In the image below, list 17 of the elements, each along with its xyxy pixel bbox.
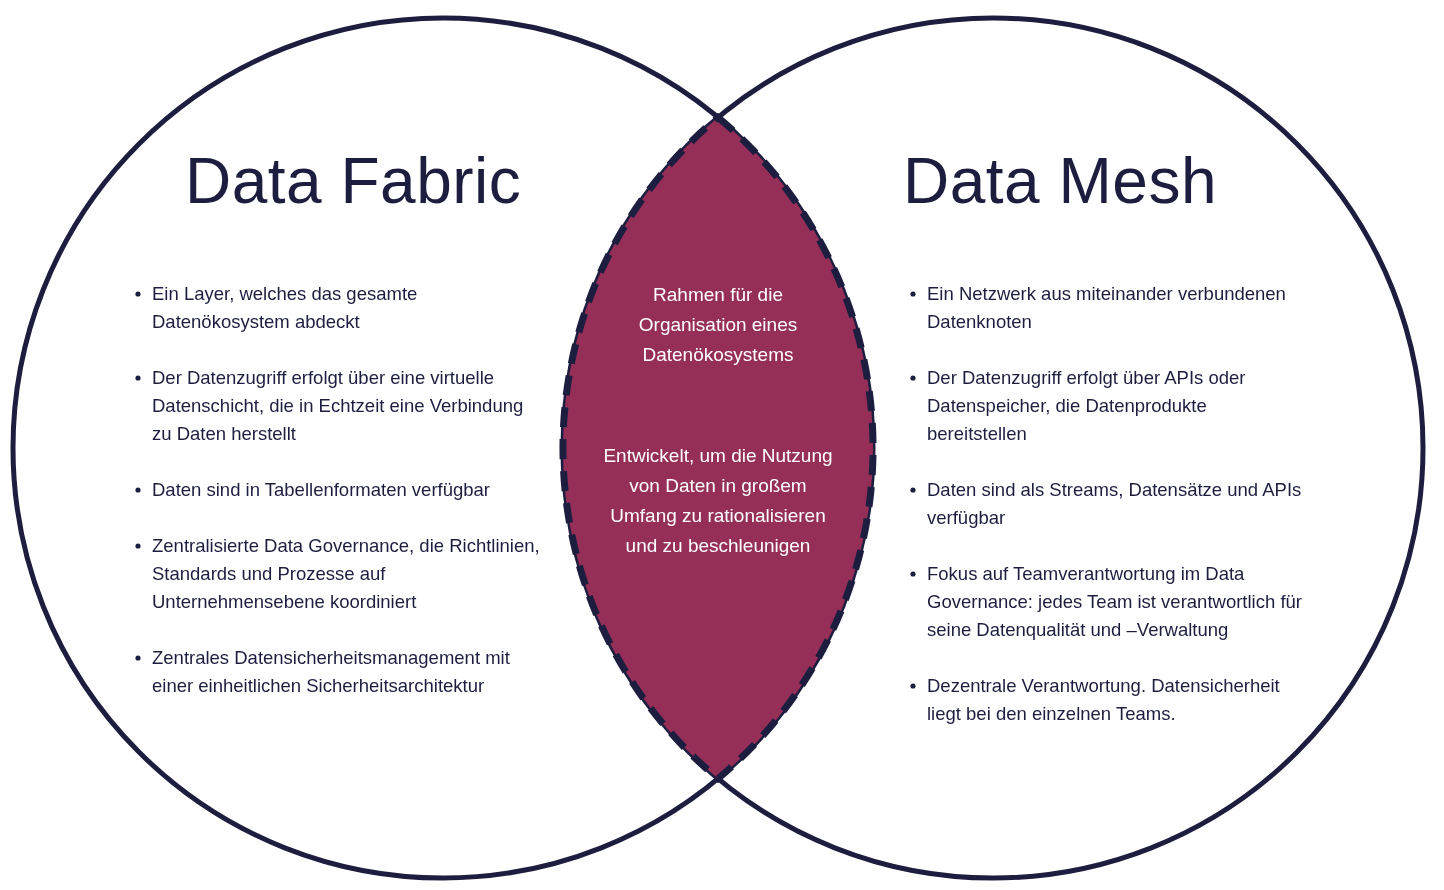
bullet-text: Dezentrale Verantwortung. Datensicherheit liegt bei den einzelnen Teams. xyxy=(927,674,1281,726)
bullet-text: Fokus auf Teamverantwortung im Data Governance: jedes Team ist verantwortlich für seine Datenqualität und –Verwaltung xyxy=(927,562,1303,642)
bullet-text: Daten sind in Tabellenformaten verfügbar xyxy=(152,478,491,502)
circle-title: Data Mesh xyxy=(903,145,1217,217)
bullet-text: Zentralisierte Data Governance, die Richtlinien, Standards und Prozesse auf Unternehmensebene koordiniert xyxy=(152,534,540,614)
venn-circle xyxy=(560,15,1426,881)
venn-circle xyxy=(10,15,876,881)
bullet-text: Ein Netzwerk aus miteinander verbundenen Datenknoten xyxy=(927,282,1287,334)
lens-text: Rahmen für die Organisation eines Datenökosystems xyxy=(637,283,799,367)
circle-title: Data Fabric xyxy=(185,145,522,217)
bullet-text: Daten sind als Streams, Datensätze und APIs verfügbar xyxy=(927,478,1303,530)
bullet-text: Der Datenzugriff erfolgt über APIs oder Datenspeicher, die Datenprodukte bereitstellen xyxy=(927,366,1247,446)
bullet-text: Der Datenzugriff erfolgt über eine virtuelle Datenschicht, die in Echtzeit eine Verbindung zu Daten herstellt xyxy=(152,366,525,446)
overlap-lens xyxy=(558,112,878,784)
bullet-text: Zentrales Datensicherheitsmanagement mit einer einheitlichen Sicherheitsarchitektur xyxy=(152,646,511,698)
bullet-text: Ein Layer, welches das gesamte Datenökosystem abdeckt xyxy=(152,282,419,334)
lens-text: Entwickelt, um die Nutzung von Daten in großem Umfang zu rationalisieren und zu beschleunigen xyxy=(602,444,834,558)
